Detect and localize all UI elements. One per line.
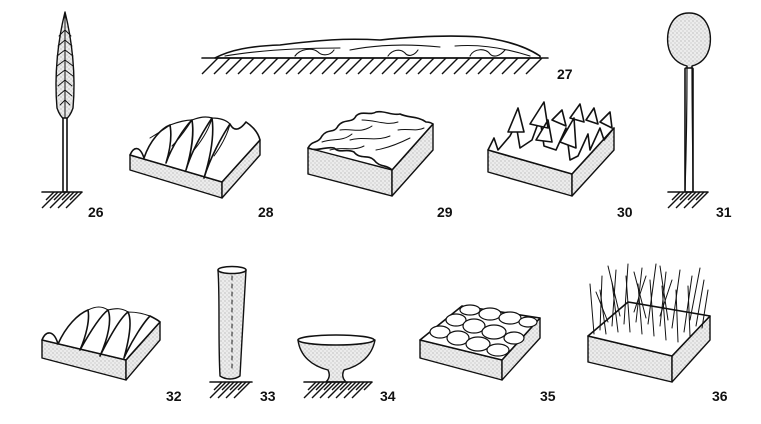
figure-35: 35 [419, 304, 556, 404]
figure-30: 30 [487, 101, 633, 220]
figure-label-35: 35 [540, 388, 556, 404]
figure-34: 34 [297, 334, 396, 404]
figure-32: 32 [41, 306, 182, 404]
figure-label-36: 36 [712, 388, 728, 404]
figure-27: 27 [201, 35, 573, 82]
figure-label-27: 27 [557, 66, 573, 82]
figure-label-34: 34 [380, 388, 396, 404]
figure-label-30: 30 [617, 204, 633, 220]
figure-36: 36 [587, 263, 728, 404]
figure-28: 28 [129, 116, 274, 220]
figure-26: 26 [41, 11, 104, 220]
figure-label-32: 32 [166, 388, 182, 404]
figure-label-29: 29 [437, 204, 453, 220]
figure-31: 31 [666, 12, 732, 220]
figure-label-33: 33 [260, 388, 276, 404]
figure-29: 29 [307, 110, 453, 220]
figure-33: 33 [209, 265, 276, 404]
figure-label-26: 26 [88, 204, 104, 220]
figure-label-31: 31 [716, 204, 732, 220]
figure-label-28: 28 [258, 204, 274, 220]
